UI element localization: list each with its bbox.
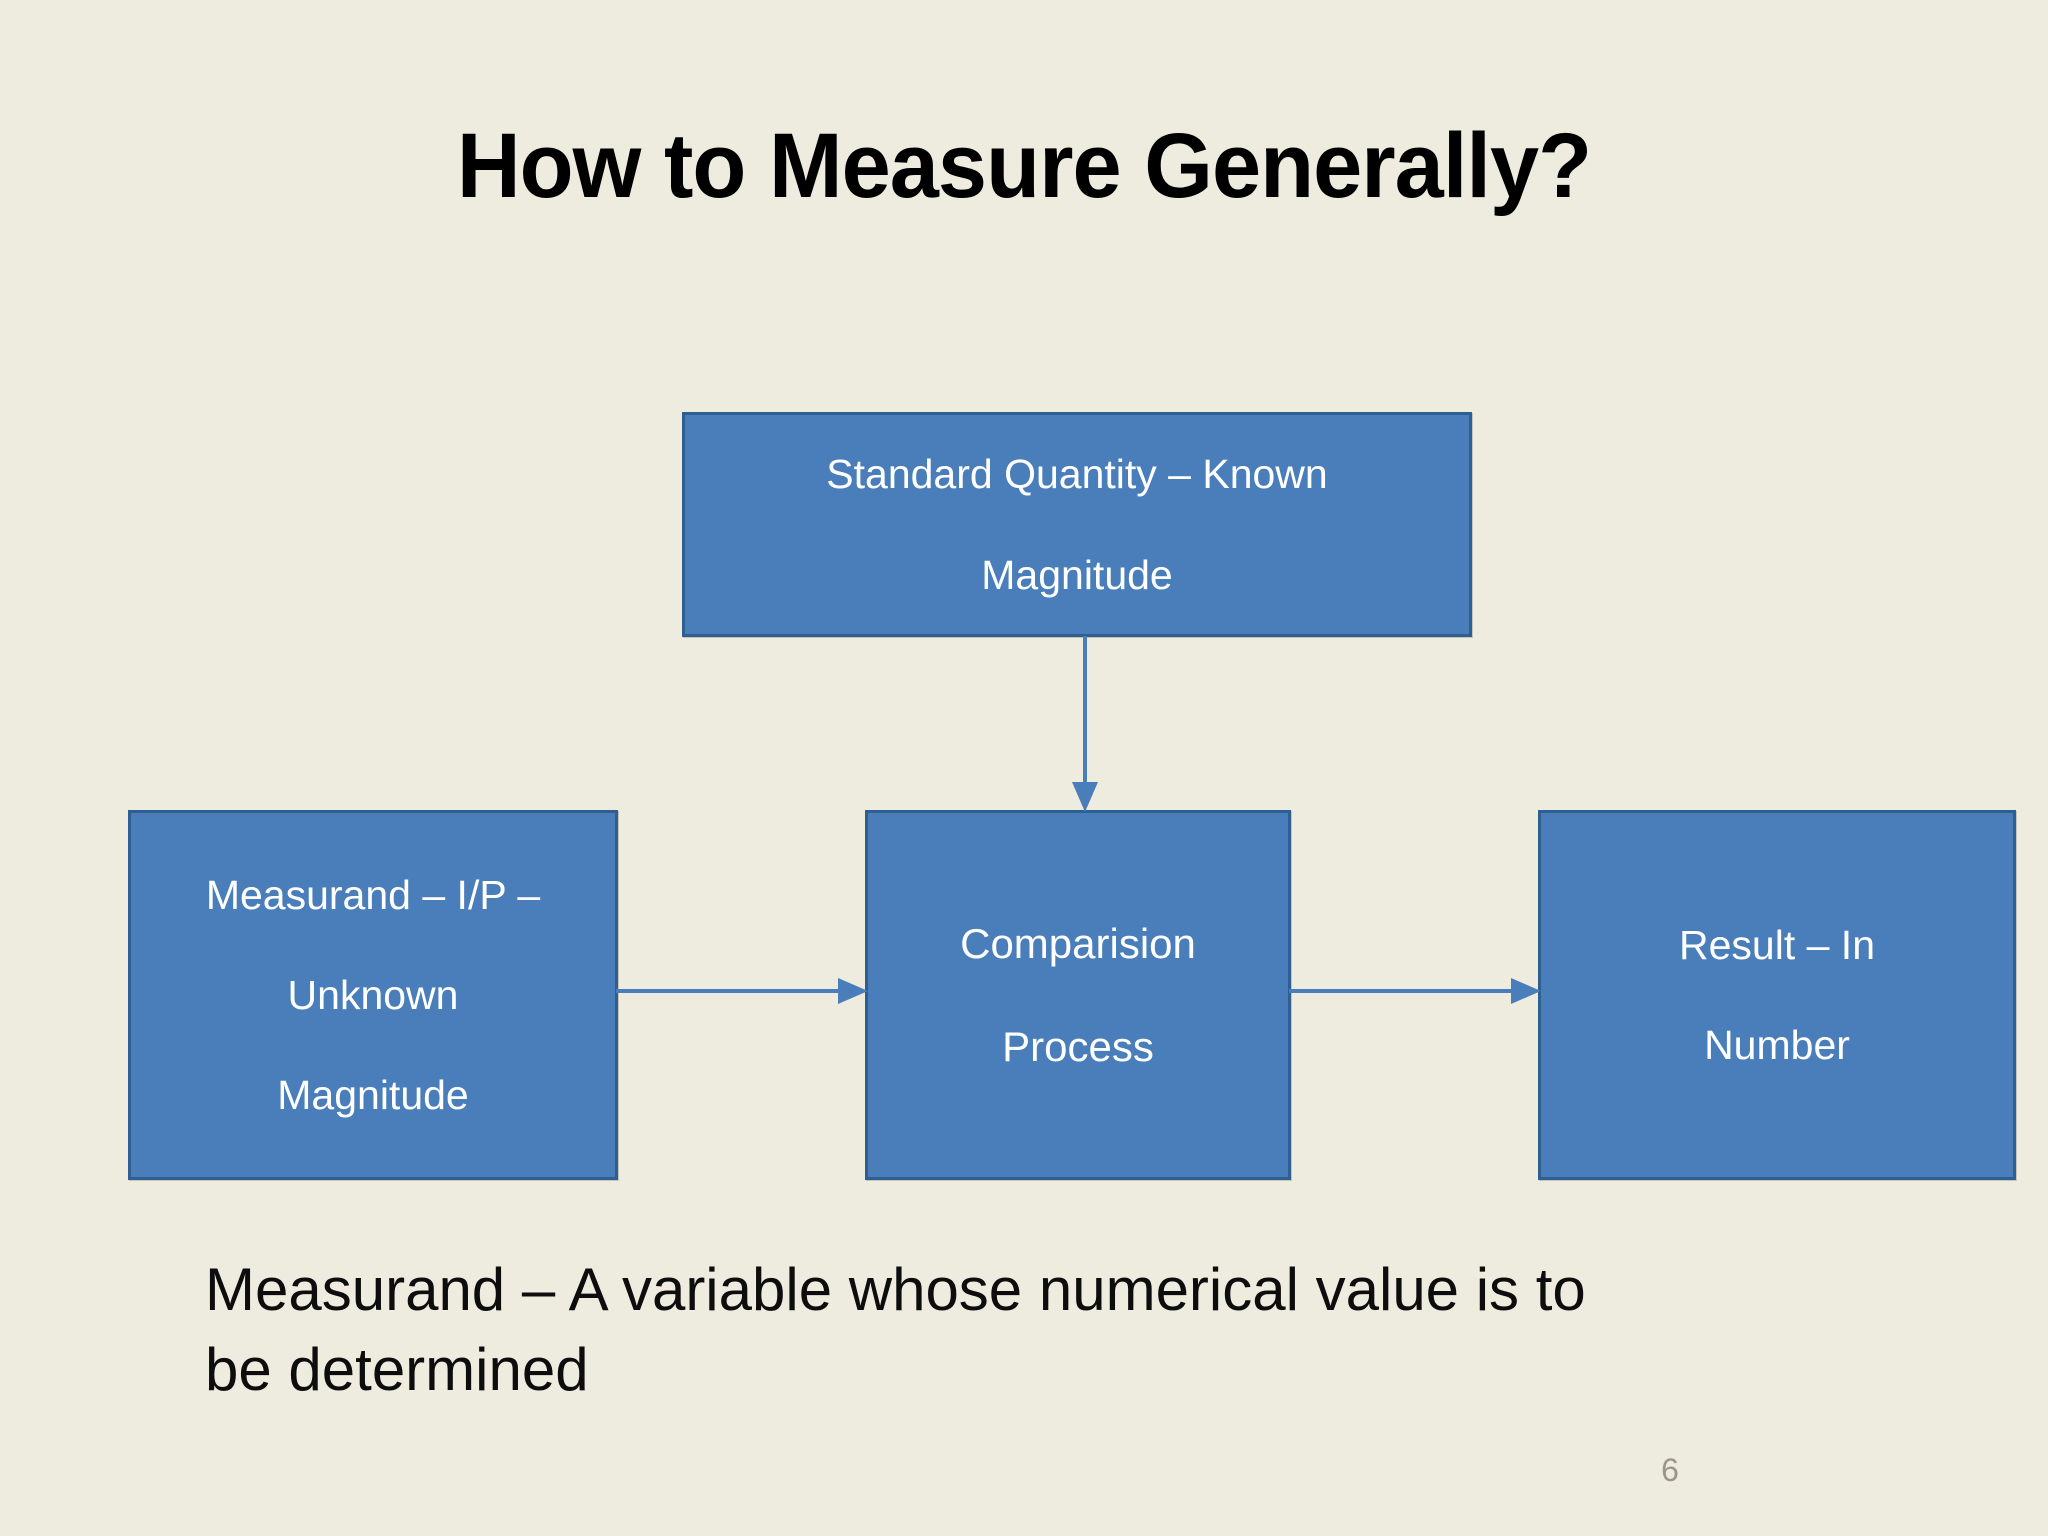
- caption-line-2: be determined: [205, 1336, 589, 1404]
- arrow-right-comparison-to-result-icon: [1289, 978, 1541, 1004]
- page-title: How to Measure Generally?: [456, 115, 1592, 217]
- flow-box-measurand-line2: Unknown: [287, 971, 459, 1018]
- flow-box-comparison-process-line2: Process: [1002, 1022, 1154, 1070]
- flow-box-comparison-process-line1: Comparision: [960, 920, 1196, 968]
- flow-box-measurand-line3: Magnitude: [277, 1072, 469, 1119]
- arrow-right-measurand-to-comparison-icon: [616, 978, 868, 1004]
- flow-box-result-line2: Number: [1704, 1022, 1850, 1068]
- caption-block: Measurand – A variable whose numerical v…: [205, 1250, 2005, 1411]
- page-number: 6: [1661, 1452, 1679, 1488]
- flow-box-measurand-line1: Measurand – I/P –: [205, 871, 541, 918]
- flow-box-standard-quantity-line1: Standard Quantity – Known: [826, 451, 1328, 498]
- arrow-down-standard-to-comparison-icon: [1072, 636, 1098, 812]
- flow-box-standard-quantity[interactable]: Standard Quantity – Known Magnitude: [682, 412, 1472, 637]
- flow-box-standard-quantity-line2: Magnitude: [981, 551, 1173, 598]
- flow-box-comparison-process[interactable]: Comparision Process: [865, 810, 1291, 1180]
- flow-box-measurand[interactable]: Measurand – I/P – Unknown Magnitude: [128, 810, 618, 1180]
- flow-box-result[interactable]: Result – In Number: [1538, 810, 2016, 1180]
- flow-box-result-line1: Result – In: [1679, 921, 1875, 968]
- caption-line-1: Measurand – A variable whose numerical v…: [205, 1256, 1586, 1323]
